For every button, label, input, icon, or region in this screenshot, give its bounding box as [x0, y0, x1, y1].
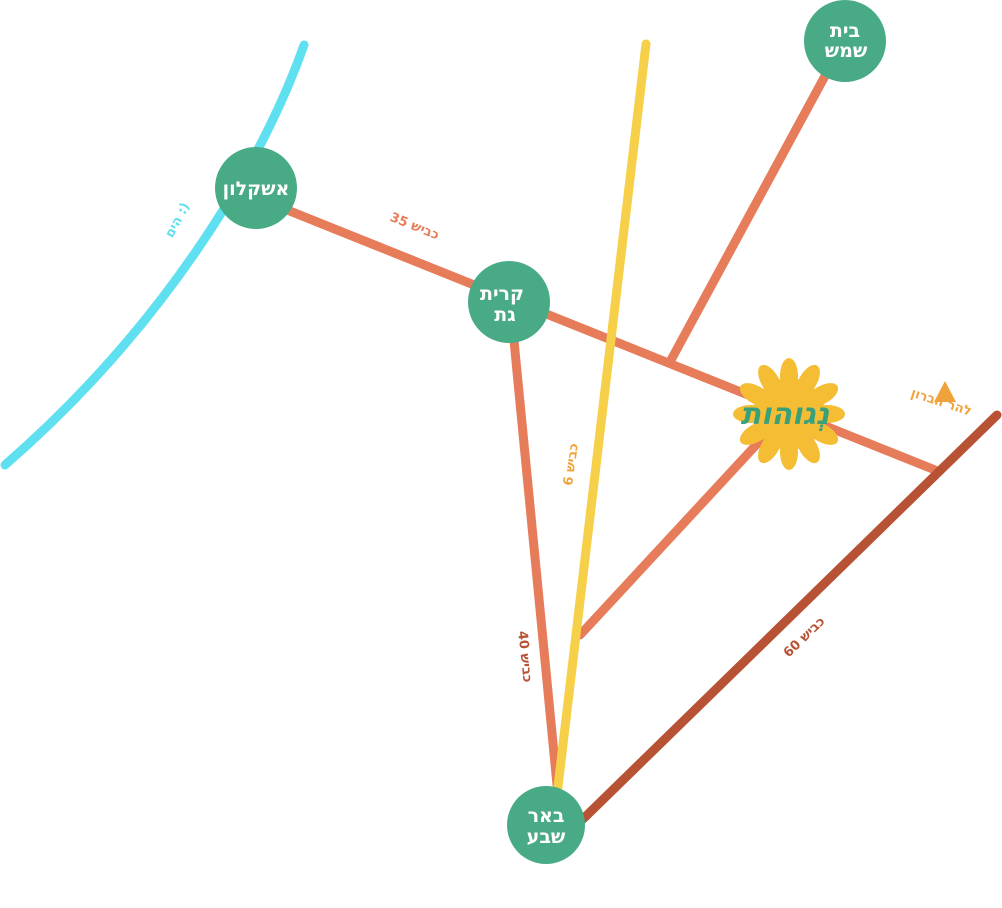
road-to-beit-shemesh [666, 47, 843, 365]
triangle-marker-icon [934, 381, 956, 402]
road-to-negohot [575, 425, 775, 640]
city-kiryat-gat-label-line2: גת [494, 304, 515, 326]
road-6 [552, 39, 651, 800]
city-kiryat-gat-label-line1: קרית [480, 283, 524, 305]
sea-label: הים :) [162, 200, 193, 240]
road-35 [250, 192, 940, 475]
road-6-label: כביש 6 [561, 442, 582, 486]
sea-coastline [0, 40, 309, 470]
city-beit-shemesh: בית שמש [804, 0, 886, 82]
city-kiryat-gat: קרית גת [468, 261, 550, 343]
city-beer-sheva-label-line2: שבע [527, 826, 566, 848]
city-beit-shemesh-label-line1: בית [830, 20, 860, 42]
road-60 [577, 410, 1002, 825]
sun-flower-icon [733, 358, 845, 470]
logo-text: נְגוהות [741, 397, 830, 432]
road-40-label: כביש 40 [514, 630, 534, 683]
road-35-label: כביש 35 [388, 210, 441, 243]
road-40 [507, 315, 563, 800]
city-beer-sheva: באר שבע [507, 786, 585, 864]
city-ashkelon: אשקלון [215, 147, 297, 229]
city-ashkelon-label: אשקלון [223, 178, 290, 200]
city-beit-shemesh-label-line2: שמש [825, 40, 868, 62]
flower-core [753, 378, 825, 450]
city-beer-sheva-label-line1: באר [528, 805, 565, 827]
